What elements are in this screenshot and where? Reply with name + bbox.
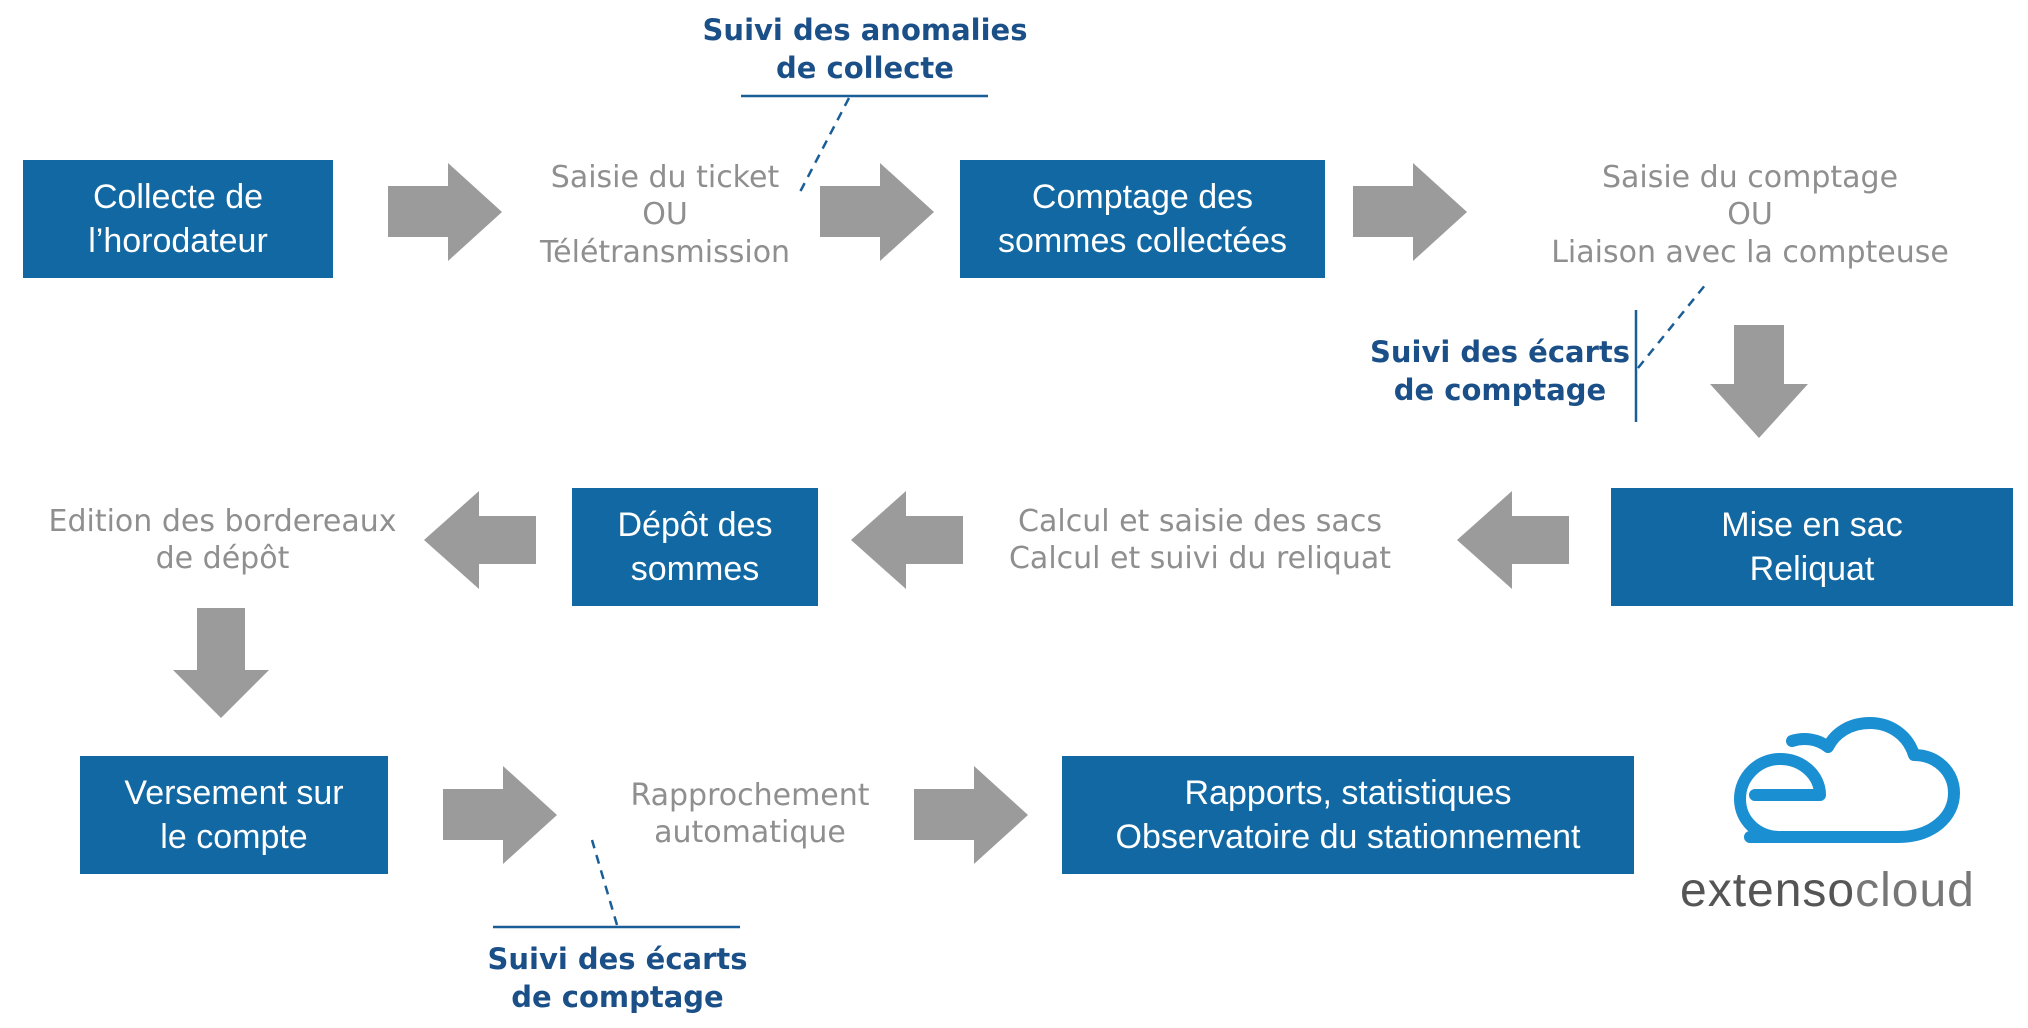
box-mise-en-sac: Mise en sac Reliquat bbox=[1611, 488, 2013, 606]
step-calcul-sacs-line-2: Calcul et suivi du reliquat bbox=[1008, 541, 1391, 576]
box-versement-line-2: le compte bbox=[160, 818, 308, 856]
annotation-anomalies-collecte: Suivi des anomalies de collecte bbox=[690, 8, 1040, 92]
arrow-right-1 bbox=[388, 163, 502, 261]
box-depot-sommes: Dépôt des sommes bbox=[572, 488, 818, 606]
annotation-ecarts-comptage-bottom: Suivi des écarts de comptage bbox=[480, 937, 755, 1021]
cloud-icon bbox=[1734, 717, 1960, 843]
connector-anomalies-dash bbox=[798, 97, 851, 193]
step-saisie-ticket-line-1: Saisie du ticket bbox=[550, 160, 780, 196]
connector-ecarts-top-dash bbox=[1637, 283, 1707, 369]
step-saisie-ticket: Saisie du ticket OU Télétransmission bbox=[505, 155, 825, 275]
step-rapprochement: Rapprochement automatique bbox=[600, 772, 900, 856]
arrow-down-2 bbox=[173, 608, 269, 718]
annotation-ecarts-top-line-1: Suivi des écarts bbox=[1369, 335, 1631, 370]
box-collecte-line-2: l’horodateur bbox=[88, 222, 268, 260]
box-comptage-line-1: Comptage des bbox=[1031, 177, 1254, 216]
annotation-anomalies-line-1: Suivi des anomalies bbox=[702, 13, 1028, 48]
annotation-ecarts-bottom-line-2: de comptage bbox=[511, 980, 724, 1014]
box-rapports-line-1: Rapports, statistiques bbox=[1184, 773, 1512, 812]
arrow-left-1 bbox=[1457, 491, 1569, 589]
annotation-ecarts-top-line-2: de comptage bbox=[1393, 373, 1607, 407]
box-rapports-statistiques: Rapports, statistiques Observatoire du s… bbox=[1062, 756, 1634, 874]
step-rapprochement-line-1: Rapprochement bbox=[630, 777, 870, 813]
step-saisie-comptage: Saisie du comptage OU Liaison avec la co… bbox=[1470, 155, 2028, 275]
step-saisie-ticket-line-2: OU bbox=[642, 197, 688, 233]
step-rapprochement-line-2: automatique bbox=[654, 815, 846, 850]
box-rapports-line-2: Observatoire du stationnement bbox=[1115, 818, 1581, 856]
box-depot-line-1: Dépôt des bbox=[617, 505, 773, 544]
step-calcul-sacs-line-1: Calcul et saisie des sacs bbox=[1018, 503, 1382, 539]
arrow-right-5 bbox=[914, 766, 1028, 864]
arrow-right-4 bbox=[443, 766, 557, 864]
annotation-ecarts-comptage-top: Suivi des écarts de comptage bbox=[1370, 330, 1630, 414]
step-saisie-ticket-line-3: Télétransmission bbox=[539, 234, 791, 270]
step-saisie-comptage-line-1: Saisie du comptage bbox=[1601, 160, 1899, 196]
box-collecte-line-1: Collecte de bbox=[92, 177, 264, 216]
box-depot-line-2: sommes bbox=[630, 550, 760, 588]
box-mise-en-sac-line-1: Mise en sac bbox=[1721, 505, 1903, 544]
annotation-anomalies-line-2: de collecte bbox=[776, 51, 954, 85]
box-comptage-sommes: Comptage des sommes collectées bbox=[960, 160, 1325, 278]
box-versement-compte: Versement sur le compte bbox=[80, 756, 388, 874]
arrow-down-1 bbox=[1710, 325, 1808, 438]
logo-text-extenso: extenso bbox=[1680, 864, 1856, 917]
step-edition-line-1: Edition des bordereaux bbox=[48, 503, 397, 539]
step-edition-line-2: de dépôt bbox=[155, 541, 290, 576]
step-calcul-sacs: Calcul et saisie des sacs Calcul et suiv… bbox=[970, 498, 1430, 582]
arrow-right-3 bbox=[1353, 163, 1467, 261]
arrow-left-2 bbox=[851, 491, 963, 589]
arrow-left-3 bbox=[424, 491, 536, 589]
box-comptage-line-2: sommes collectées bbox=[997, 222, 1288, 260]
box-versement-line-1: Versement sur bbox=[124, 773, 344, 812]
box-collecte-horodateur: Collecte de l’horodateur bbox=[23, 160, 333, 278]
step-saisie-comptage-line-2: OU bbox=[1727, 197, 1773, 233]
extensocloud-logo: extensocloud bbox=[1670, 715, 2020, 930]
annotation-ecarts-bottom-line-1: Suivi des écarts bbox=[487, 942, 748, 977]
logo-text-cloud: cloud bbox=[1855, 864, 1975, 917]
box-mise-en-sac-line-2: Reliquat bbox=[1749, 550, 1875, 588]
step-saisie-comptage-line-3: Liaison avec la compteuse bbox=[1551, 234, 1949, 270]
logo-wordmark: extensocloud bbox=[1680, 863, 2020, 918]
arrow-right-2 bbox=[820, 163, 934, 261]
step-edition-bordereaux: Edition des bordereaux de dépôt bbox=[20, 498, 425, 582]
